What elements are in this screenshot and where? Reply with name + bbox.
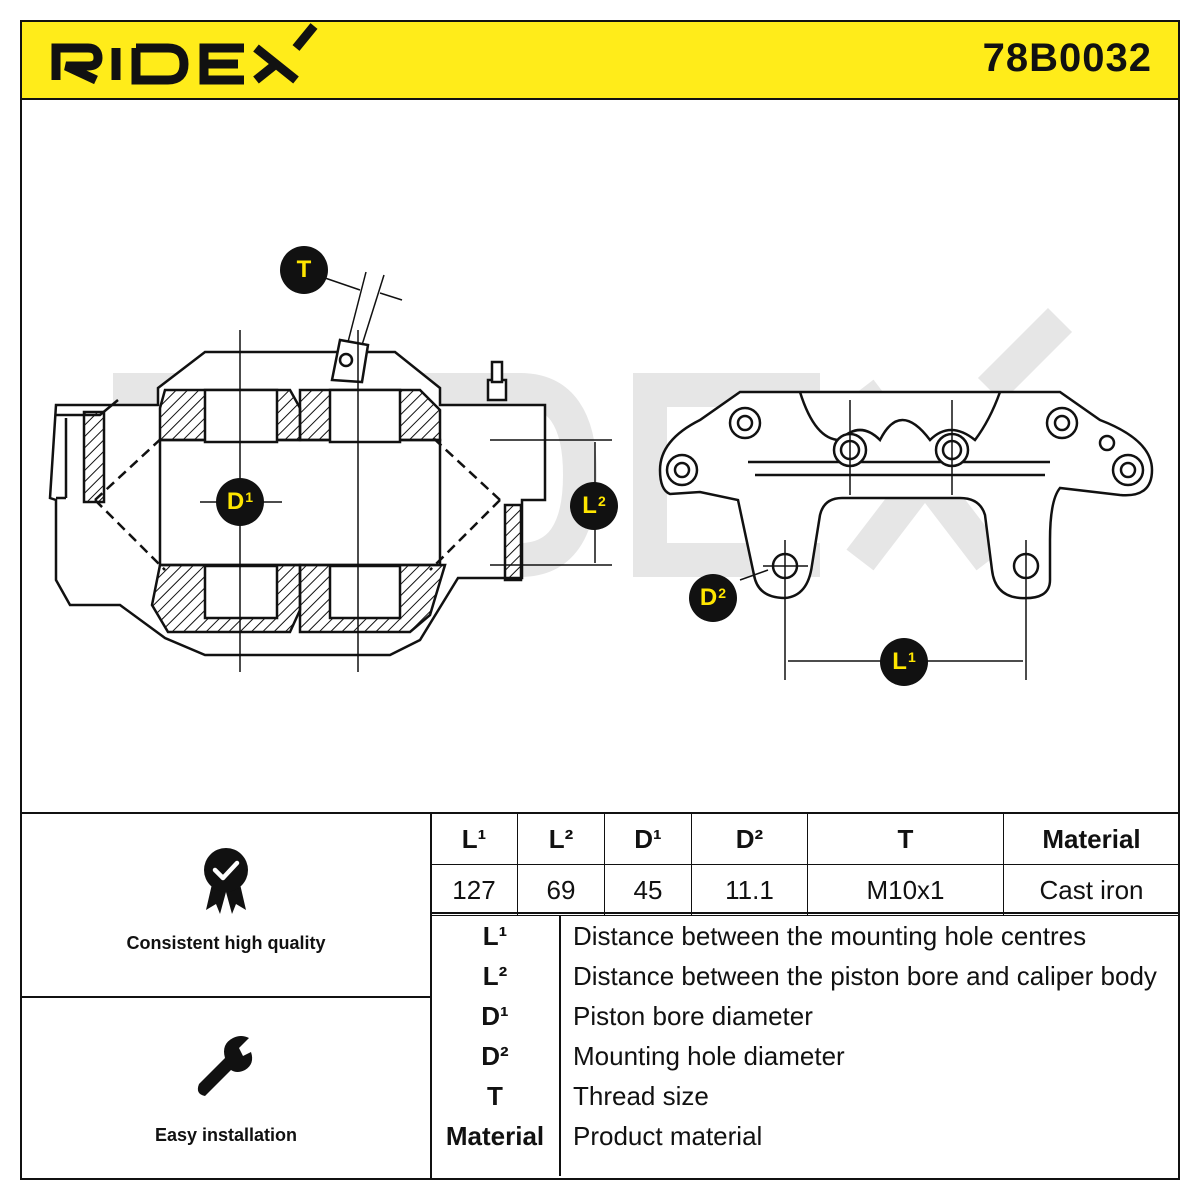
header-bar: 78B0032 (20, 20, 1180, 100)
spec-header-d1: D¹ (604, 814, 692, 865)
legend-separator (559, 916, 561, 1176)
legend-row: D² Mounting hole diameter (431, 1036, 1179, 1076)
spec-value-d1: 45 (604, 864, 692, 916)
legend-key: L² (482, 960, 508, 991)
legend-desc: Thread size (573, 1080, 709, 1111)
spec-header-material: Material (1003, 814, 1179, 865)
spec-value-d2: 11.1 (691, 864, 808, 916)
section-divider-vertical (430, 812, 432, 1180)
legend-key: L¹ (482, 920, 508, 951)
spec-value-row: 127 69 45 11.1 M10x1 Cast iron (431, 864, 1179, 916)
legend-key: D² (481, 1040, 509, 1071)
spec-header-row: L¹ L² D¹ D² T Material (431, 814, 1179, 865)
spec-header-t: T (807, 814, 1004, 865)
spec-value-l2: 69 (517, 864, 605, 916)
feature-divider (20, 996, 430, 998)
legend-row: D¹ Piston bore diameter (431, 996, 1179, 1036)
legend-row: L² Distance between the piston bore and … (431, 956, 1179, 996)
callout-thread-size: T (280, 246, 328, 294)
spec-table: L¹ L² D¹ D² T Material 127 69 45 11.1 M1… (431, 814, 1179, 916)
legend-desc: Mounting hole diameter (573, 1040, 845, 1071)
spec-header-d2: D² (691, 814, 808, 865)
legend: L¹ Distance between the mounting hole ce… (431, 916, 1179, 1176)
legend-row: Material Product material (431, 1116, 1179, 1156)
wrench-icon (197, 1036, 253, 1096)
legend-key: Material (445, 1120, 545, 1151)
legend-key: T (487, 1080, 503, 1111)
feature-quality-label: Consistent high quality (126, 933, 326, 953)
legend-key: D¹ (481, 1000, 509, 1031)
spec-header-l2: L² (517, 814, 605, 865)
legend-desc: Product material (573, 1120, 763, 1151)
legend-desc: Piston bore diameter (573, 1000, 813, 1031)
table-legend-divider (431, 912, 1179, 914)
legend-desc: Distance between the piston bore and cal… (573, 960, 1157, 991)
legend-row: L¹ Distance between the mounting hole ce… (431, 916, 1179, 956)
ridex-logo (51, 23, 318, 85)
spec-value-l1: 127 (431, 864, 518, 916)
feature-installation-label: Easy installation (154, 1125, 298, 1145)
feature-quality: Consistent high quality (22, 846, 430, 954)
legend-desc: Distance between the mounting hole centr… (573, 920, 1087, 951)
part-number: 78B0032 (982, 36, 1152, 80)
spec-value-material: Cast iron (1003, 864, 1179, 916)
spec-value-t: M10x1 (807, 864, 1004, 916)
feature-installation: Easy installation (22, 1030, 430, 1146)
legend-row: T Thread size (431, 1076, 1179, 1116)
spec-header-l1: L¹ (431, 814, 518, 865)
section-divider-top (20, 812, 1180, 814)
quality-badge-icon (204, 848, 248, 914)
